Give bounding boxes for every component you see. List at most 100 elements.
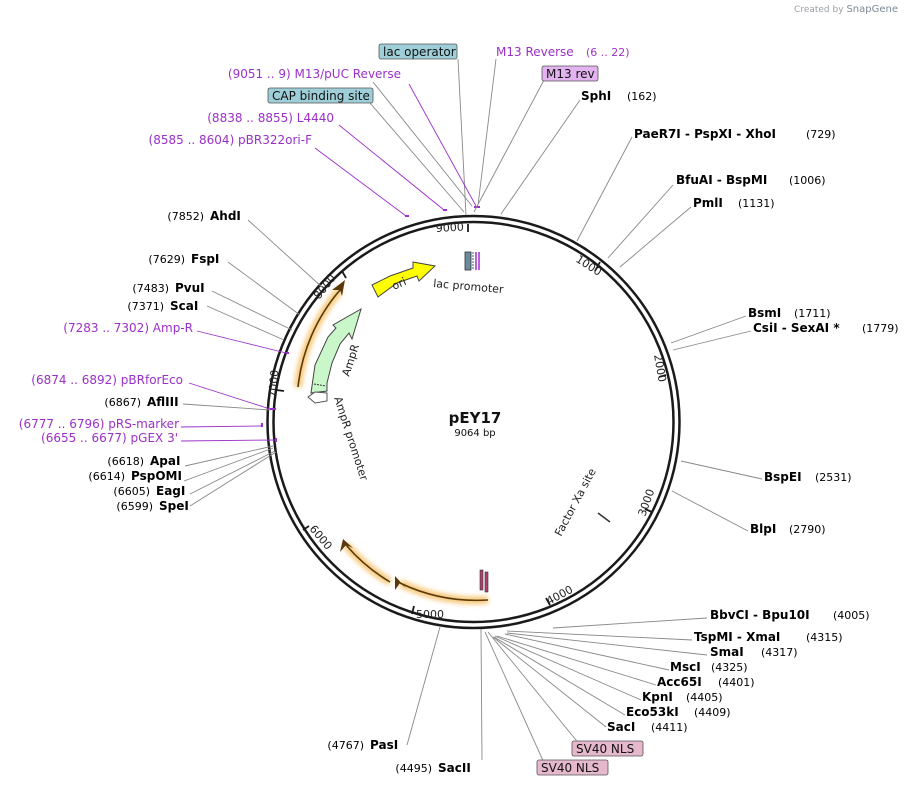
enzyme-label: BbvCI - Bpu10I (710, 608, 810, 622)
sv40-nls-box (536, 759, 609, 776)
m13-puc-reverse-label: (9051 .. 9) M13/pUC Reverse (228, 67, 401, 81)
enzyme-position: (1779) (862, 322, 899, 335)
enzyme-position: (6614) (88, 470, 125, 483)
enzyme-position: (1006) (789, 174, 826, 187)
enzyme-label: AflIII (147, 395, 179, 409)
enzyme-label: SacII (438, 761, 471, 775)
enzyme-position: (4401) (718, 676, 755, 689)
enzyme-position: (4405) (686, 691, 723, 704)
enzyme-position: (7852) (167, 210, 204, 223)
enzyme-label: BfuAI - BspMI (676, 173, 767, 187)
enzyme-position: (729) (806, 128, 836, 141)
enzyme-label: SphI (581, 89, 611, 103)
ori-label: ori (390, 275, 408, 293)
pgex3-label: (6655 .. 6677) pGEX 3' (41, 431, 178, 445)
pbr322ori-label: (8585 .. 8604) pBR322ori-F (149, 133, 313, 147)
enzyme-label: SpeI (159, 499, 189, 513)
enzyme-position: (6618) (107, 455, 144, 468)
enzyme-label: EagI (156, 484, 185, 498)
enzyme-label: KpnI (642, 690, 673, 704)
enzyme-label: SacI (607, 720, 635, 734)
factor-xa-feature (597, 512, 611, 523)
enzyme-label: PasI (370, 738, 398, 752)
ampr-feature (310, 307, 362, 394)
snapgene-logo: SnapGene (846, 4, 898, 15)
enzyme-label: MscI (670, 660, 701, 674)
enzyme-position: (4317) (761, 646, 798, 659)
leader-lines (182, 58, 763, 766)
lac-operator-box (378, 43, 458, 60)
m13-reverse-range: (6 .. 22) (586, 46, 630, 59)
enzyme-position: (7371) (127, 300, 164, 313)
sv40-nls-marker (479, 569, 484, 591)
pbrforeco-label: (6874 .. 6892) pBRforEco (31, 373, 183, 387)
enzyme-label: PaeR7I - PspXI - XhoI (634, 127, 776, 141)
enzyme-position: (1131) (738, 197, 775, 210)
ampr-promoter-label: AmpR promoter (331, 395, 371, 483)
enzyme-position: (4005) (833, 609, 870, 622)
m13-rev-label: M13 rev (546, 67, 595, 81)
sv40-nls-marker (484, 571, 489, 593)
enzyme-position: (6867) (104, 396, 141, 409)
tick-label: 7000 (266, 369, 281, 398)
tick-label: 1000 (573, 253, 604, 279)
enzyme-label: PspOMI (131, 469, 182, 483)
credit-prefix: Created by (794, 5, 844, 15)
sv40-nls-box (571, 740, 644, 757)
enzyme-label: BsmI (748, 306, 781, 320)
lac-promoter-feature (464, 251, 472, 271)
enzyme-position: (4495) (395, 762, 432, 775)
enzyme-position: (4325) (711, 661, 748, 674)
plasmid-name: pEY17 (449, 409, 502, 427)
sv40-nls-label: SV40 NLS (541, 761, 599, 775)
enzyme-label: AhdI (210, 209, 241, 223)
sv40-nls-label: SV40 NLS (576, 742, 634, 756)
amp-r-primer-label: (7283 .. 7302) Amp-R (63, 321, 193, 335)
enzyme-position: (4409) (694, 706, 731, 719)
tick-label: 9000 (435, 221, 464, 235)
enzyme-position: (2531) (815, 471, 852, 484)
snapgene-credit: Created by SnapGene (794, 4, 898, 15)
enzyme-position: (7483) (132, 282, 169, 295)
enzyme-label: TspMI - XmaI (694, 630, 780, 644)
enzyme-label: ApaI (150, 454, 180, 468)
enzyme-label: PvuI (175, 281, 205, 295)
enzyme-label: PmlI (693, 196, 723, 210)
enzyme-label: Eco53kI (626, 705, 679, 719)
ampr-promoter-feature (307, 391, 328, 404)
enzyme-position: (7629) (148, 253, 185, 266)
enzyme-position: (4315) (806, 631, 843, 644)
enzyme-label: BlpI (750, 522, 776, 536)
enzyme-label: SmaI (710, 645, 744, 659)
enzyme-position: (6599) (116, 500, 153, 513)
ori-feature (371, 261, 437, 298)
tick-marks (275, 224, 667, 615)
enzyme-label: Acc65I (657, 675, 702, 689)
tick-label: 3000 (636, 487, 658, 518)
enzyme-label: ScaI (170, 299, 198, 313)
cap-binding-label: CAP binding site (272, 89, 370, 103)
enzyme-position: (4411) (651, 721, 688, 734)
enzyme-label: BspEI (764, 470, 802, 484)
enzyme-label: CsiI - SexAI * (753, 321, 840, 335)
enzyme-position: (1711) (794, 307, 831, 320)
prs-marker-label: (6777 .. 6796) pRS-marker (19, 417, 179, 431)
enzyme-position: (162) (627, 90, 657, 103)
lac-promoter-label: lac promoter (433, 277, 505, 296)
tick-label: 2000 (651, 353, 669, 383)
enzyme-position: (6605) (113, 485, 150, 498)
m13-reverse-label: M13 Reverse (496, 45, 574, 59)
cap-binding-box (267, 87, 374, 104)
orange-features (294, 280, 489, 605)
lac-operator-label: lac operator (383, 45, 456, 59)
l4440-label: (8838 .. 8855) L4440 (207, 111, 334, 125)
tick-label: 5000 (416, 608, 444, 621)
backbone (266, 214, 681, 630)
ampr-label: AmpR (339, 342, 362, 378)
factor-xa-label: Factor Xa site (552, 466, 599, 538)
enzyme-position: (2790) (789, 523, 826, 536)
enzyme-label: FspI (191, 252, 219, 266)
feature-leader-lines (180, 83, 477, 442)
enzyme-position: (4767) (327, 739, 364, 752)
